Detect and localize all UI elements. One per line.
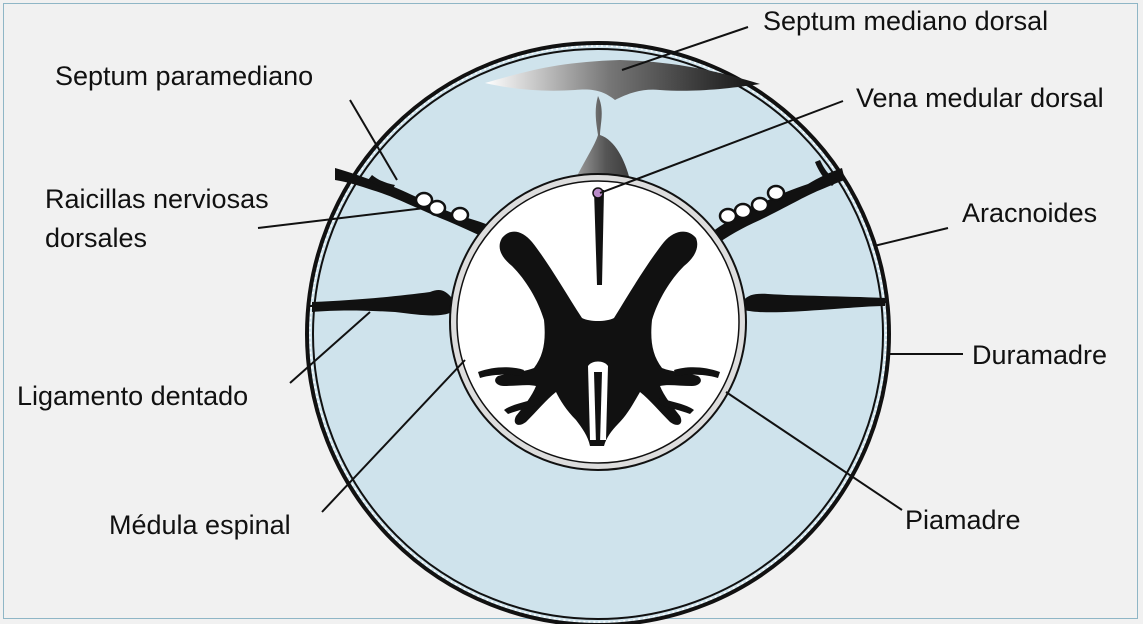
label-septum-mediano-dorsal: Septum mediano dorsal [763,6,1048,36]
label-medula-espinal: Médula espinal [109,510,291,540]
label-raicillas-line1: Raicillas nerviosas [45,184,269,214]
label-septum-paramediano: Septum paramediano [55,61,313,91]
leader-aracnoides [874,228,948,246]
label-raicillas-line2: dorsales [45,223,147,253]
label-vena-medular-dorsal: Vena medular dorsal [856,83,1104,113]
label-ligamento-dentado: Ligamento dentado [17,381,248,411]
label-piamadre: Piamadre [905,505,1021,535]
label-aracnoides: Aracnoides [962,198,1097,228]
label-duramadre: Duramadre [972,340,1107,370]
